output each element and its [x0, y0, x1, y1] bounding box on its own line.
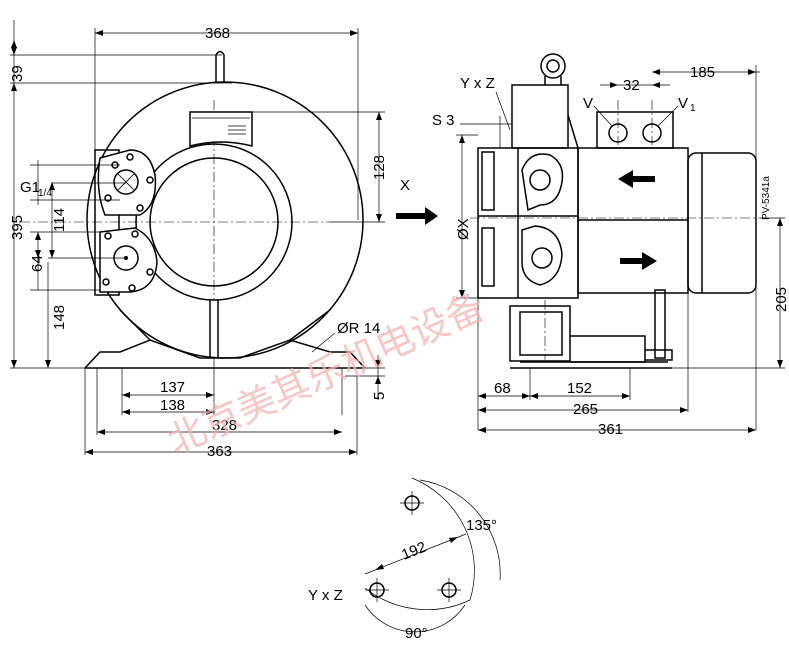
side-label-yxz: Y x Z [460, 75, 495, 92]
lifting-lug [215, 50, 225, 83]
dim-lower-port: 64 [29, 255, 46, 272]
motor-end [687, 152, 757, 294]
dim-top-lug: 39 [9, 65, 26, 82]
dim-port-spacing: 114 [51, 208, 68, 232]
dim-overall-height: 395 [9, 215, 26, 240]
side-label-s3: S 3 [432, 112, 455, 129]
side-housing [477, 147, 579, 299]
angle-bottom: 90° [405, 625, 428, 642]
hole-label: ØR 14 [337, 320, 380, 337]
outlet-flange [189, 111, 253, 147]
detail-label-yxz: Y x Z [308, 587, 343, 604]
dim-radius: 192 [399, 539, 429, 564]
dim-base-total: 363 [207, 443, 232, 460]
dim-base-height: 148 [51, 305, 68, 330]
valve-label-right: V [678, 95, 688, 112]
eye-bolt [540, 53, 566, 79]
dim-foot-inner-right: 138 [160, 397, 185, 414]
view-arrow [396, 207, 438, 225]
dim-flange-height: 128 [371, 155, 388, 180]
dim-foot-thickness: 5 [371, 392, 388, 400]
port-plate [94, 149, 120, 296]
angle-top: 135° [466, 517, 497, 534]
drawing-code: PV-5341a [761, 176, 772, 220]
valve-label-left: V [583, 95, 593, 112]
flow-arrow-right [620, 252, 657, 270]
impeller-lower [521, 225, 563, 286]
valve-label-right-sub: 1 [690, 103, 696, 114]
flow-arrow-left [618, 170, 655, 188]
dim-valve-offset: 185 [690, 64, 715, 81]
thread-label: G1 [20, 179, 40, 196]
upper-port-valve [113, 169, 139, 195]
dim-side-height: 205 [773, 287, 789, 312]
dim-foot-span: 328 [212, 417, 237, 434]
valve-block [596, 111, 674, 149]
front-view: 368 39 395 128 G1 1/4 114 64 [9, 20, 438, 460]
dim-valve-spacing: 32 [623, 77, 640, 94]
thread-label-sub: 1/4 [38, 188, 52, 199]
impeller-upper [521, 153, 564, 212]
base-stand [84, 339, 366, 369]
side-view: Y x Z S 3 ØX V V 1 32 185 PV-5341a 205 [432, 53, 789, 438]
side-label-diameter: ØX [455, 218, 472, 240]
top-outlet-box [511, 84, 569, 149]
detail-view: 192 135° 90° Y x Z [308, 477, 501, 642]
dim-foot-offset: 68 [494, 380, 511, 397]
dim-overall-width: 368 [205, 25, 230, 42]
view-label-x: X [400, 177, 410, 194]
dim-length-265: 265 [573, 401, 598, 418]
dim-length-361: 361 [598, 421, 623, 438]
pitch-arc [364, 477, 475, 610]
dim-foot-inner-left: 137 [160, 379, 185, 396]
dim-foot-base: 152 [567, 380, 592, 397]
lower-port-flange [99, 227, 158, 293]
side-base [509, 305, 571, 362]
